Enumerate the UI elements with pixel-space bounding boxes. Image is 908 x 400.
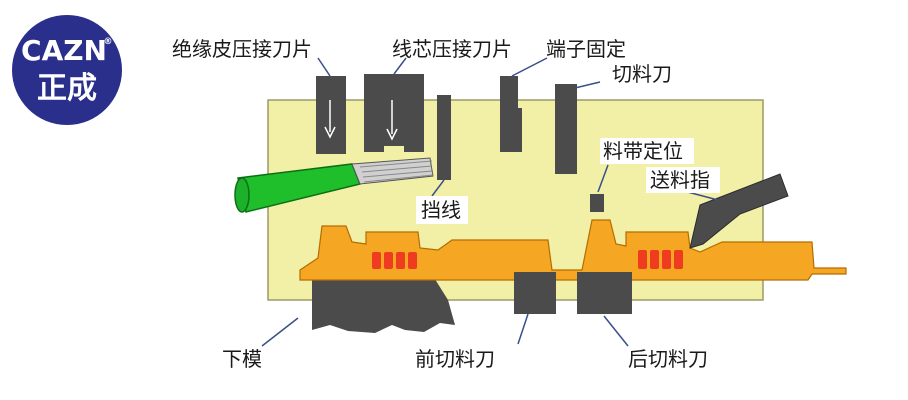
front-cut-knife: [514, 272, 556, 314]
logo-circle: [12, 15, 122, 125]
front-terminal-contacts: [372, 252, 417, 269]
conductor-strand: [359, 160, 433, 168]
wire-end: [234, 177, 250, 213]
terminal-strip: [299, 219, 847, 281]
label-core-crimp-blade: 线芯压接刀片: [392, 37, 512, 61]
cut-knife-upper: [555, 84, 577, 174]
label-wire-stop: 挡线: [421, 198, 461, 222]
core-crimp-blade: [364, 74, 424, 152]
label-strip-locator: 料带定位: [603, 139, 683, 163]
wire-stop-label-bg: [416, 196, 468, 224]
conductor-strand: [361, 165, 433, 173]
feed-finger-label-bg: [646, 167, 720, 193]
conductor-strand: [362, 170, 433, 178]
lower-die: [312, 268, 455, 333]
terminal-fix-punch: [500, 76, 522, 152]
logo-registered-mark: ®: [104, 37, 113, 47]
wire-stop: [437, 95, 451, 180]
label-cut-knife: 切料刀: [612, 62, 672, 86]
strip-locator-label-bg: [600, 138, 694, 164]
insulation-crimp-blade: [316, 76, 346, 154]
wire: [234, 157, 434, 213]
leader-lines: [261, 57, 719, 347]
label-lower-die: 下模: [222, 347, 262, 371]
label-front-cut-knife: 前切料刀: [415, 347, 495, 371]
strip-locator-block: [590, 194, 604, 212]
cazn-logo: CAZN ® 正成: [12, 15, 122, 125]
feed-finger: [689, 173, 789, 249]
label-insulation-crimp-blade: 绝缘皮压接刀片: [172, 37, 312, 61]
rear-terminal-contacts: [638, 250, 683, 269]
label-terminal-fix: 端子固定: [546, 37, 626, 61]
label-rear-cut-knife: 后切料刀: [628, 347, 708, 371]
conductor-strand: [363, 174, 434, 183]
label-feed-finger: 送料指: [650, 168, 710, 192]
logo-brand-cn: 正成: [37, 71, 97, 106]
rear-cut-knife: [577, 272, 632, 314]
logo-brand-latin: CAZN: [21, 34, 107, 67]
